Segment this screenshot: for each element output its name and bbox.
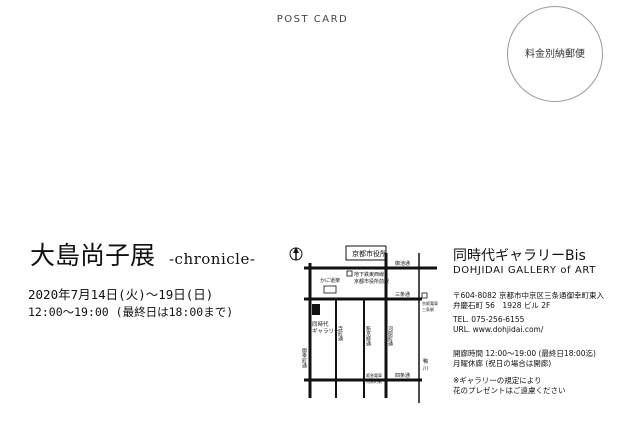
gallery-name-en: DOHJIDAI GALLERY of ART <box>453 265 596 276</box>
gallery-map-label: 同時代 <box>312 320 329 328</box>
exhibition-title: 大島尚子展 <box>30 241 156 270</box>
city-hall-label: 京都市役所 <box>352 249 387 258</box>
exhibition-title-line: 大島尚子展 -chronicle- <box>30 236 255 272</box>
gallery-closed-days: 月曜休廊 (祝日の場合は開廊) <box>453 359 552 368</box>
keihan-label: 京阪電車 <box>422 300 438 306</box>
kawaramachi-label: 河原町通 <box>387 325 393 347</box>
keihan-station-label: 三条駅 <box>422 306 434 312</box>
gallery-note-1: ※ギャラリーの規定により <box>453 376 542 385</box>
north-icon <box>289 247 303 261</box>
access-map: 京都市役所 地下鉄東西線 京都市役所前駅 かに道楽 同時代 ギャラリー 御池通 … <box>289 245 438 403</box>
gallery-map-label-2: ギャラリー <box>312 328 340 335</box>
teramachi-label: 寺町通 <box>337 326 343 342</box>
gallery-marker <box>312 304 320 315</box>
crab-restaurant-icon <box>323 285 337 294</box>
subway-line-label: 地下鉄東西線 <box>354 271 384 278</box>
exhibition-dates: 2020年7月14日(火)〜19日(日) <box>28 287 214 302</box>
gokomachi-label: 御幸町通 <box>301 347 307 369</box>
exhibition-subtitle: -chronicle- <box>168 250 256 268</box>
gallery-address-1: 〒604-8082 京都市中京区三条通御幸町東入 <box>453 291 604 300</box>
subway-icon <box>346 270 353 277</box>
gallery-address-2: 弁慶石町 56 1928 ビル 2F <box>453 301 551 310</box>
city-hall-box <box>345 245 387 261</box>
postcard-label: POST CARD <box>276 14 349 25</box>
gallery-tel: TEL. 075-256-6155 <box>453 315 525 324</box>
gallery-note-2: 花のプレゼントはご遠慮ください <box>453 386 566 395</box>
kamo-label: 鴨 <box>423 358 428 365</box>
subway-station-label: 京都市役所前駅 <box>354 278 389 285</box>
gallery-url: URL. www.dohjidai.com/ <box>453 325 544 334</box>
crab-restaurant-label: かに道楽 <box>320 277 340 284</box>
shinkyogoku-label: 新京極通 <box>365 325 371 347</box>
hankyu-station-label: 河原町駅 <box>366 378 382 384</box>
keihan-icon <box>421 292 428 299</box>
exhibition-hours: 12:00〜19:00 (最終日は18:00まで) <box>28 305 234 319</box>
hankyu-label: 阪急電車 <box>366 372 382 378</box>
postage-paid-label: 料金別納郵便 <box>525 49 585 60</box>
postage-stamp-circle: 料金別納郵便 <box>507 6 603 102</box>
gallery-open-hours: 開廊時間 12:00〜19:00 (最終日18:00迄) <box>453 349 596 358</box>
oike-label: 御池通 <box>395 260 410 267</box>
kamo-label-2: 川 <box>423 366 428 372</box>
shijo-label: 四条通 <box>395 372 410 379</box>
gallery-name: 同時代ギャラリーBis <box>453 248 586 264</box>
sanjo-label: 三条通 <box>395 291 410 298</box>
